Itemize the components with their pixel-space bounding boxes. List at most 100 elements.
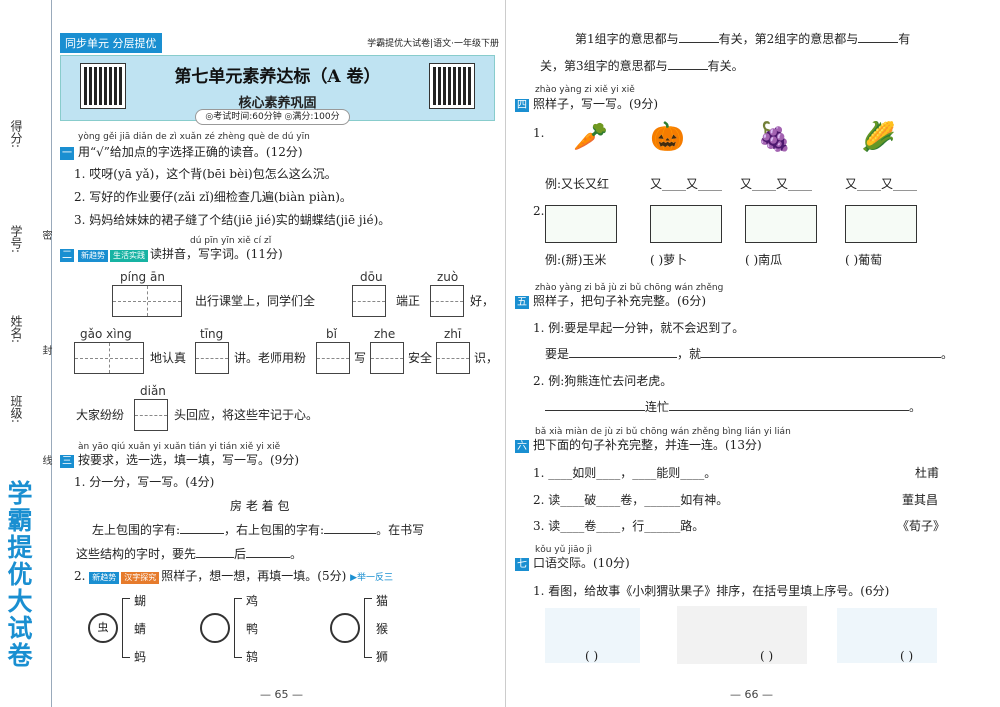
- s5-q1-answer: 要是，就。: [545, 346, 953, 362]
- pinyin-s7: kǒu yǔ jiāo jì: [535, 545, 593, 555]
- s5-q2-answer: 连忙。: [545, 399, 921, 415]
- s4-answer[interactable]: ( )南瓜: [745, 253, 783, 267]
- left-page: 得分: 学号: 姓名: 班级: 密 封 线 学霸提优大试卷 同步单元 分层提优 …: [4, 0, 499, 707]
- s4-blank-1[interactable]: 又____又____: [650, 177, 723, 191]
- answer-blank[interactable]: [569, 357, 678, 358]
- s6-q2[interactable]: 2. 读____破____卷，______如有神。: [533, 493, 729, 507]
- section-1-heading: 一用“√”给加点的字选择正确的读音。(12分): [60, 144, 303, 160]
- brand-logo: 学霸提优大试卷: [4, 479, 33, 669]
- section-number: 四: [515, 99, 529, 112]
- s4-blank-2[interactable]: 又____又____: [740, 177, 813, 191]
- unit-tag: 同步单元 分层提优: [60, 33, 162, 53]
- fill-text: 讲。老师用粉: [234, 351, 307, 365]
- answer-blank[interactable]: [669, 410, 910, 411]
- answer-blank[interactable]: [196, 557, 235, 558]
- s6-q3[interactable]: 3. 读____卷____，行______路。: [533, 519, 705, 533]
- section-7-heading: 七口语交际。(10分): [515, 555, 630, 571]
- s4-answer[interactable]: ( )葡萄: [845, 253, 883, 267]
- fill-text: 头回应，将这些牢记于心。: [174, 408, 319, 422]
- radical-circle-blank[interactable]: [200, 613, 230, 643]
- answer-blank[interactable]: [701, 357, 942, 358]
- answer-blank[interactable]: [545, 410, 645, 411]
- text: ，就: [677, 347, 702, 361]
- fill-text: 出行课堂上，同学们全: [195, 294, 316, 308]
- section-6-heading: 六把下面的句子补充完整，并连一连。(13分): [515, 437, 762, 453]
- qr-code-left: [80, 63, 126, 109]
- hedgehog-story-picture-2: [677, 606, 807, 664]
- writing-grid[interactable]: [370, 342, 404, 374]
- radical-circle-blank[interactable]: [330, 613, 360, 643]
- badge: 生活实践: [110, 250, 148, 262]
- answer-blank[interactable]: [324, 533, 377, 534]
- writing-grid[interactable]: [352, 285, 386, 317]
- s4-example-1: 例:又长又红: [545, 177, 610, 191]
- section-number: 三: [60, 455, 74, 468]
- order-answer[interactable]: ( ): [760, 649, 774, 663]
- pumpkin-picture: [745, 205, 817, 243]
- writing-grid[interactable]: [74, 342, 144, 374]
- s6-q1[interactable]: 1. ____如则____，____能则____。: [533, 466, 717, 480]
- answer-blank[interactable]: [246, 557, 291, 558]
- page-number: — 65 —: [260, 688, 303, 701]
- section-3-heading: 三按要求，选一选，填一填，写一写。(9分): [60, 452, 299, 468]
- section-5-heading: 五照样子，把句子补充完整。(6分): [515, 293, 706, 309]
- text: 后: [234, 547, 247, 561]
- section-text: 用“√”给加点的字选择正确的读音。(12分): [78, 145, 303, 159]
- answer-blank[interactable]: [678, 42, 719, 43]
- seal-xian: 线: [40, 455, 51, 465]
- s4-n2: 2.: [533, 204, 545, 218]
- char: 鸡: [246, 594, 259, 608]
- s5-q1: 1. 例:要是早起一分钟，就不会迟到了。: [533, 321, 745, 335]
- top-line-1: 第1组字的意思都与有关，第2组字的意思都与有: [575, 31, 910, 47]
- pinyin-s4: zhào yàng zi xiě yi xiě: [535, 85, 635, 95]
- writing-grid[interactable]: [134, 399, 168, 431]
- writing-grid[interactable]: [195, 342, 229, 374]
- pinyin-s2: dú pīn yīn xiě cí zǐ: [190, 236, 272, 246]
- section-number: 二: [60, 249, 74, 262]
- page-subtitle: 核心素养巩固: [238, 96, 317, 111]
- writing-grid[interactable]: [112, 285, 182, 317]
- book-title: 学霸提优大试卷|语文·一年级下册: [367, 39, 499, 49]
- writing-grid[interactable]: [436, 342, 470, 374]
- pinyin-s5: zhào yàng zi bǎ jù zi bǔ chōng wán zhěng: [535, 283, 724, 293]
- text: 这些结构的字时，要先: [76, 547, 197, 561]
- bracket: [122, 598, 130, 658]
- text: 要是: [545, 347, 570, 361]
- s4-answer[interactable]: ( )萝卜: [650, 253, 688, 267]
- text: 2.: [74, 569, 86, 583]
- answer-blank[interactable]: [858, 42, 899, 43]
- text: 有关。: [707, 59, 744, 73]
- fill-text: 端正: [396, 294, 421, 308]
- order-answer[interactable]: ( ): [900, 649, 914, 663]
- seal-feng: 封: [40, 345, 51, 355]
- pinyin-s6: bǎ xià miàn de jù zi bǔ chōng wán zhěng …: [535, 427, 791, 437]
- section-4-heading: 四照样子，写一写。(9分): [515, 96, 658, 112]
- s6-author-2[interactable]: 董其昌: [902, 493, 939, 507]
- char: 狮: [376, 650, 389, 664]
- badge: 汉字探究: [121, 572, 160, 584]
- badge: 新趋势: [89, 572, 120, 584]
- char: 猫: [376, 594, 389, 608]
- answer-blank[interactable]: [180, 533, 225, 534]
- pinyin: gǎo xìng: [80, 327, 132, 341]
- text: ，右上包围的字有:: [224, 523, 325, 537]
- answer-blank[interactable]: [667, 69, 708, 70]
- s1-q1: 1. 哎呀(yā yǎ)，这个背(bēi bèi)包怎么这么沉。: [74, 167, 337, 181]
- text: 关，第3组字的意思都与: [540, 59, 668, 73]
- writing-grid[interactable]: [316, 342, 350, 374]
- writing-grid[interactable]: [430, 285, 464, 317]
- score-label: 得分:: [9, 120, 23, 149]
- radical-circle: 虫: [88, 613, 118, 643]
- bracket: [364, 598, 372, 658]
- section-2-heading: 二新趋势生活实践读拼音，写字词。(11分): [60, 246, 283, 262]
- s4-blank-3[interactable]: 又____又____: [845, 177, 918, 191]
- page-number: — 66 —: [730, 688, 773, 701]
- s6-author-3[interactable]: 《荀子》: [897, 519, 946, 533]
- char: 猴: [376, 622, 389, 636]
- s6-author-1[interactable]: 杜甫: [915, 466, 940, 480]
- s3-q1-line: 左上包围的字有:，右上包围的字有:。在书写: [92, 522, 424, 538]
- pinyin: dōu: [360, 270, 383, 284]
- order-answer[interactable]: ( ): [585, 649, 599, 663]
- exam-meta: ◎考试时间:60分钟 ◎满分:100分: [195, 109, 350, 125]
- bracket: [234, 598, 242, 658]
